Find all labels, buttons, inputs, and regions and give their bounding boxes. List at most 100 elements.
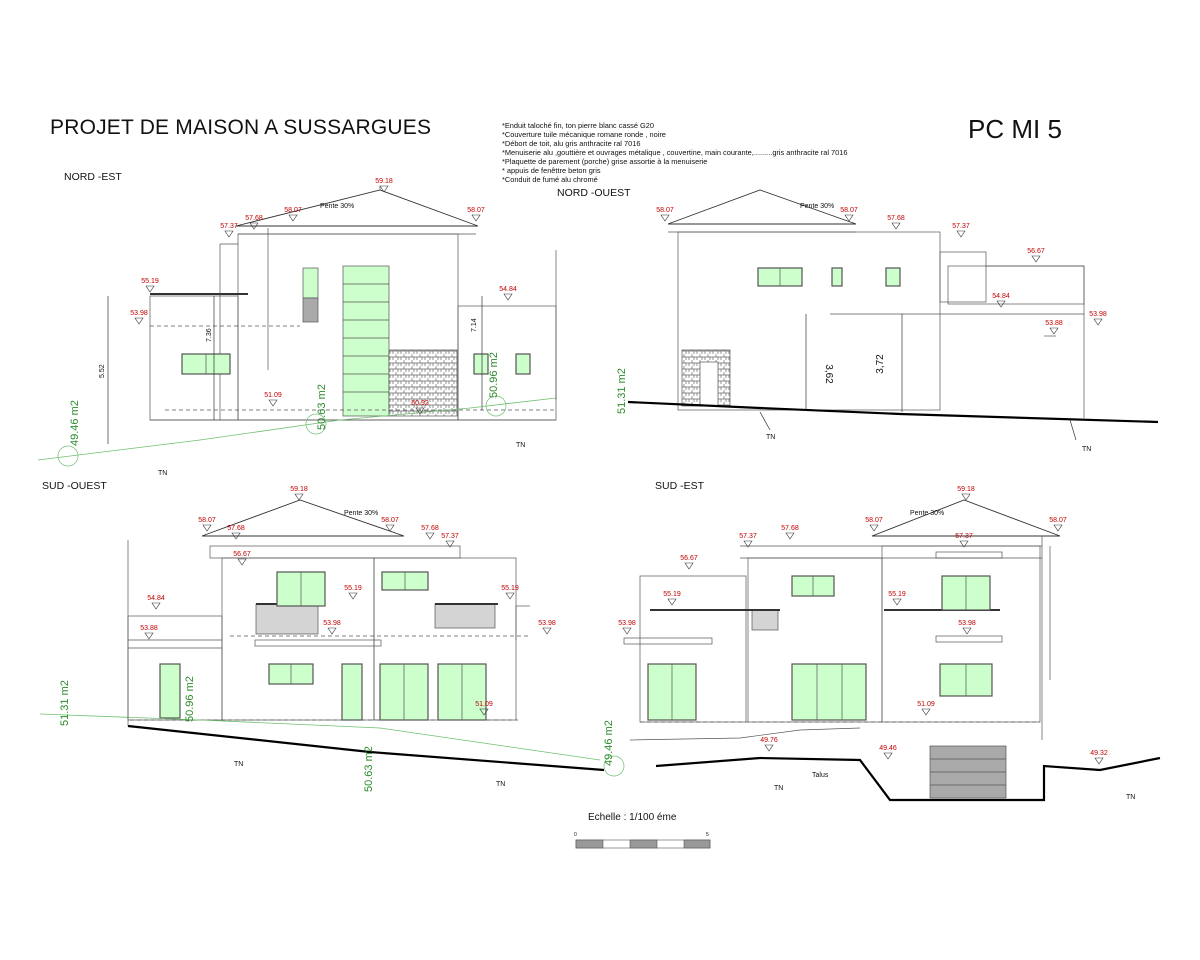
materials-notes: *Enduit taloché fin, ton pierre blanc ca… [502,121,848,184]
view-label-nord-ouest: NORD -OUEST [557,187,631,199]
nord-est-levels: 59.18 58.07 58.07 57.37 57.68 55.19 53.9… [69,178,525,477]
level-triangle-icon [471,214,481,222]
level-marker: 50.92 [411,400,429,407]
level-triangle-icon [379,185,389,193]
level-triangle-icon [224,230,234,238]
level-triangle-icon [891,222,901,230]
elevation-sud-ouest [39,499,625,777]
level-marker: 58.07 [284,207,302,214]
level-marker: 57.37 [739,533,757,540]
elevation-nord-est [37,186,557,467]
elevation-nord-ouest [627,189,1159,441]
level-marker: 51.09 [475,701,493,708]
level-triangle-icon [144,632,154,640]
level-triangle-icon [1053,524,1063,532]
level-triangle-icon [327,627,337,635]
level-marker: 53.98 [130,310,148,317]
level-marker: 51.09 [917,701,935,708]
level-triangle-icon [622,627,632,635]
level-marker: 56.67 [233,551,251,558]
view-label-sud-est: SUD -EST [655,480,705,492]
level-triangle-icon [1049,327,1059,335]
level-marker: 49.46 [879,745,897,752]
level-marker: 57.37 [441,533,459,540]
drawing-title: PROJET DE MAISON A SUSSARGUES [50,116,432,139]
level-marker: 55.19 [141,278,159,285]
level-marker: 53.98 [958,620,976,627]
level-marker: 57.68 [227,525,245,532]
level-triangle-icon [134,317,144,325]
level-marker: 53.98 [323,620,341,627]
note-line: *Couverture tuile mécanique romane ronde… [502,130,666,139]
tn-label: TN [1082,446,1091,453]
level-triangle-icon [996,300,1006,308]
level-triangle-icon [921,708,931,716]
area-label: 50.63 m2 [316,384,328,430]
level-triangle-icon [956,230,966,238]
level-triangle-icon [505,592,515,600]
note-line: *Plaquette de parement (porche) grise as… [502,157,708,166]
level-triangle-icon [961,493,971,501]
tn-label: TN [496,781,505,788]
level-marker: 58.07 [467,207,485,214]
level-marker: 54.84 [147,595,165,602]
permit-code: PC MI 5 [968,114,1062,144]
level-marker: 58.07 [840,207,858,214]
level-triangle-icon [288,214,298,222]
level-marker: 57.37 [955,533,973,540]
level-marker: 55.19 [344,585,362,592]
dimension-label: 3,72 [875,354,886,374]
level-triangle-icon [869,524,879,532]
level-triangle-icon [479,708,489,716]
level-triangle-icon [764,744,774,752]
level-triangle-icon [667,598,677,606]
elevation-sud-est [623,499,1161,802]
level-triangle-icon [962,627,972,635]
note-line: *Débort de toit, alu gris anthracite ral… [502,139,641,148]
level-marker: 59.18 [290,486,308,493]
level-marker: 58.07 [656,207,674,214]
level-marker: 51.09 [264,392,282,399]
level-triangle-icon [145,285,155,293]
level-marker: 57.68 [887,215,905,222]
area-label: 51.31 m2 [616,368,628,414]
level-marker: 55.19 [888,591,906,598]
tn-label: TN [766,434,775,441]
tn-label: TN [1126,794,1135,801]
level-triangle-icon [385,524,395,532]
tn-label: TN [158,470,167,477]
level-triangle-icon [268,399,278,407]
level-marker: 59.18 [375,178,393,185]
tn-label: TN [234,761,243,768]
level-triangle-icon [415,407,425,415]
level-triangle-icon [1094,757,1104,765]
area-label: 49.46 m2 [603,720,615,766]
level-marker: 58.07 [865,517,883,524]
level-marker: 58.07 [381,517,399,524]
note-line: * appuis de fenêttre beton gris [502,166,601,175]
area-label: 50.96 m2 [184,676,196,722]
level-marker: 54.84 [499,286,517,293]
note-line: *Enduit taloché fin, ton pierre blanc ca… [502,121,655,130]
level-triangle-icon [348,592,358,600]
level-triangle-icon [202,524,212,532]
level-triangle-icon [785,532,795,540]
level-triangle-icon [237,558,247,566]
note-line: *Conduit de fumé alu chromé [502,175,598,184]
level-marker: 56.67 [1027,248,1045,255]
level-marker: 59.18 [957,486,975,493]
level-marker: 58.07 [198,517,216,524]
note-line: *Menuiserie alu ,gouttière et ouvrages m… [502,148,848,157]
level-triangle-icon [1031,255,1041,263]
level-triangle-icon [542,627,552,635]
level-marker: 56.67 [680,555,698,562]
level-triangle-icon [883,752,893,760]
level-triangle-icon [231,532,241,540]
sud-est-levels: 59.18 58.07 58.07 57.37 57.68 57.37 56.6… [603,486,1135,801]
level-marker: 53.98 [618,620,636,627]
level-triangle-icon [844,214,854,222]
roof-slope-label: Pente 30% [344,510,378,517]
tn-label: TN [774,785,783,792]
level-triangle-icon [445,540,455,548]
dimension-label: 7.36 [206,328,213,342]
